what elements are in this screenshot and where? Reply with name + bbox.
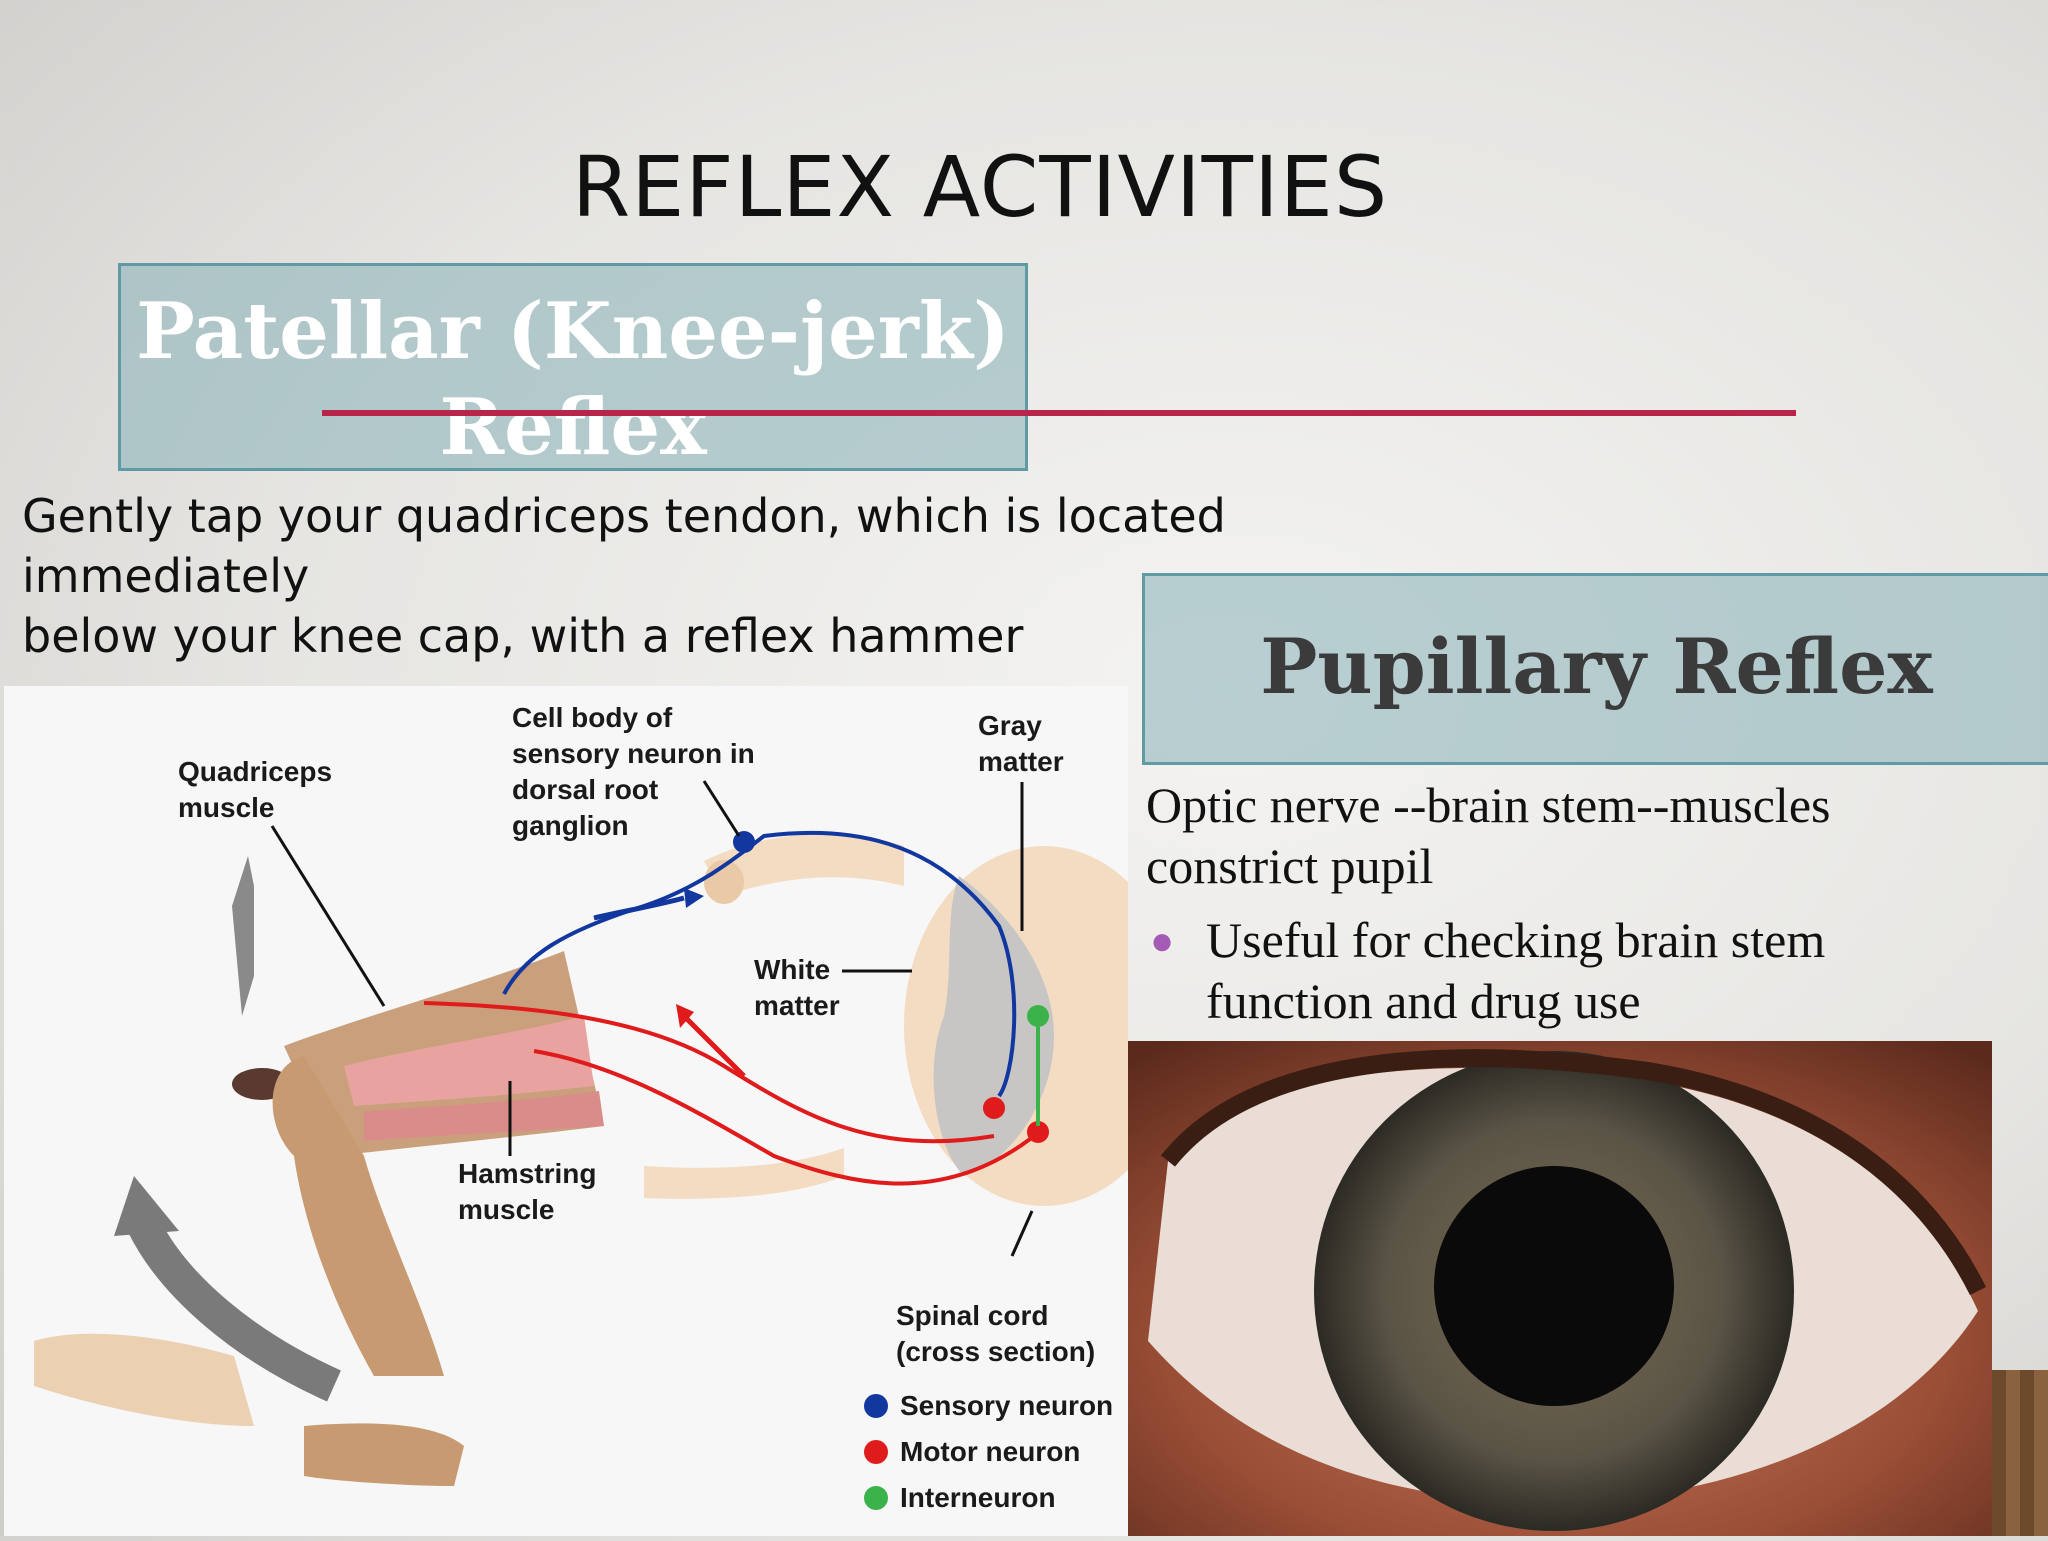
hammer-icon	[232, 856, 254, 1016]
spinal-cord-label-line1: Spinal cord	[896, 1300, 1049, 1331]
patellar-heading-line2: Reflex	[439, 382, 707, 473]
eye-illustration	[1128, 1041, 1992, 1536]
quadriceps-label: Quadriceps muscle	[178, 754, 332, 826]
legend-interneuron: Interneuron	[864, 1482, 1056, 1514]
sensory-cell-body	[733, 831, 755, 853]
upper-lash-line	[1160, 1049, 1987, 1296]
white-matter-label-line1: White	[754, 954, 831, 985]
arrow-head-icon	[114, 1176, 179, 1236]
slide-title: REFLEX ACTIVITIES	[571, 138, 1389, 236]
sensory-flow-arrow-icon	[593, 895, 685, 921]
quadriceps-label-line1: Quadriceps	[178, 756, 333, 787]
cell-body-label: Cell body of sensory neuron in dorsal ro…	[512, 700, 755, 844]
leg-motion-arrow-icon	[128, 1218, 341, 1402]
bullet-line2: function and drug use	[1206, 973, 1641, 1029]
gray-matter-label: Gray matter	[978, 708, 1064, 780]
motor-arrowhead-icon	[676, 1004, 694, 1028]
cell-body-label-line4: ganglion	[512, 810, 629, 841]
motor-legend-dot-icon	[864, 1440, 888, 1464]
cell-body-label-line1: Cell body of	[512, 702, 673, 733]
hamstring-shape	[364, 1091, 604, 1141]
white-matter-label-line2: matter	[754, 990, 840, 1021]
accent-divider	[322, 410, 1796, 416]
quadriceps-pointer	[270, 825, 386, 1007]
motor-neuron-path-2	[533, 1049, 1036, 1186]
sensory-arrowhead-icon	[684, 888, 704, 908]
legend-sensory: Sensory neuron	[864, 1390, 1113, 1422]
pupillary-heading: Pupillary Reflex	[1260, 622, 1933, 711]
spinal-cord-pointer	[1010, 1210, 1034, 1257]
cell-body-label-line2: sensory neuron in	[512, 738, 755, 769]
cellbody-pointer	[702, 780, 741, 837]
optic-line2: constrict pupil	[1146, 838, 1434, 894]
ventral-root-shape	[644, 1148, 844, 1199]
patellar-description: Gently tap your quadriceps tendon, which…	[22, 486, 1522, 666]
knee-reflex-diagram: Quadriceps muscle Cell body of sensory n…	[4, 686, 1184, 1536]
quadriceps-label-line2: muscle	[178, 792, 275, 823]
sensory-neuron-path	[502, 830, 1017, 1098]
motor-cell-body-2	[1027, 1121, 1049, 1143]
bullet-text: Useful for checking brain stem function …	[1206, 910, 2046, 1032]
pupillary-heading-box: Pupillary Reflex	[1142, 573, 2048, 765]
patellar-description-line1: Gently tap your quadriceps tendon, which…	[22, 489, 1226, 603]
sensory-legend-dot-icon	[864, 1394, 888, 1418]
hamstring-label: Hamstring muscle	[458, 1156, 596, 1228]
patellar-heading: Patellar (Knee-jerk) Reflex	[121, 284, 1025, 476]
gray-matter-shape	[933, 876, 1054, 1176]
background-floor	[1992, 1370, 2048, 1536]
eye-photo	[1128, 1041, 1992, 1536]
bullet-dot-icon: ●	[1150, 918, 1175, 963]
cell-body-label-line3: dorsal root	[512, 774, 659, 805]
patellar-heading-box: Patellar (Knee-jerk) Reflex	[118, 263, 1028, 473]
foot-back-shape	[34, 1333, 254, 1426]
patellar-heading-line1: Patellar (Knee-jerk)	[136, 286, 1010, 377]
optic-text: Optic nerve --brain stem--muscles constr…	[1146, 775, 2046, 897]
gray-matter-label-line2: matter	[978, 746, 1064, 777]
bullet-line1: Useful for checking brain stem	[1206, 912, 1826, 968]
hamstring-label-line1: Hamstring	[458, 1158, 597, 1189]
optic-line1: Optic nerve --brain stem--muscles	[1146, 777, 1831, 833]
lower-leg-shape	[272, 1056, 444, 1376]
hamstring-label-line2: muscle	[458, 1194, 555, 1225]
white-matter-label: White matter	[754, 952, 840, 1024]
interneuron-cell-body	[1027, 1005, 1049, 1027]
spinal-cord-label-line2: (cross section)	[896, 1336, 1096, 1367]
pupil-shape	[1434, 1166, 1674, 1406]
dorsal-root-shape	[704, 834, 904, 896]
legend-sensory-label: Sensory neuron	[900, 1390, 1114, 1421]
foot-front-shape	[304, 1423, 464, 1486]
legend-motor-label: Motor neuron	[900, 1436, 1081, 1467]
gray-matter-label-line1: Gray	[978, 710, 1042, 741]
motor-neuron-path-1	[423, 1001, 995, 1144]
knee-reflex-illustration	[34, 780, 1184, 1486]
patellar-description-line2: below your knee cap, with a reflex hamme…	[22, 609, 1024, 663]
legend-motor: Motor neuron	[864, 1436, 1080, 1468]
legend-interneuron-label: Interneuron	[900, 1482, 1056, 1513]
interneuron-legend-dot-icon	[864, 1486, 888, 1510]
quadriceps-shape	[344, 1016, 594, 1106]
motor-flow-arrow-icon	[682, 1014, 746, 1078]
motor-cell-body-1	[983, 1097, 1005, 1119]
spinal-cord-label: Spinal cord (cross section)	[896, 1298, 1095, 1370]
